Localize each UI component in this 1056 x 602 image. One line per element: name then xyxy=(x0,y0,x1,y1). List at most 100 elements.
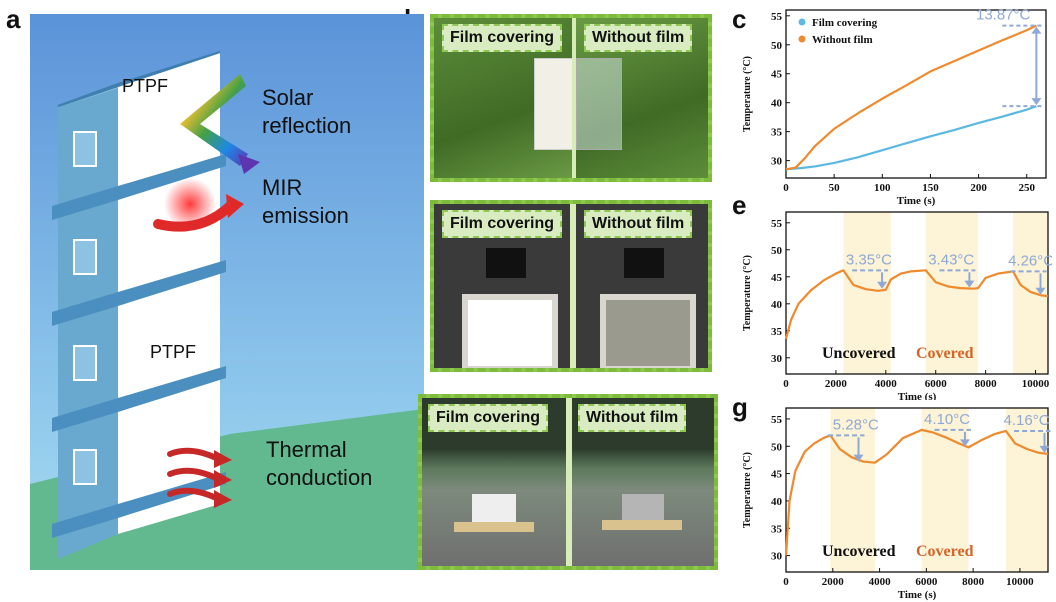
chart-e-series-0 xyxy=(784,269,1049,340)
chart-c-xtick-label-3: 150 xyxy=(922,182,939,194)
chart-g-ytick-label-3: 45 xyxy=(771,469,783,481)
stand-right xyxy=(602,520,682,530)
chart-g-xtick-label-1: 2000 xyxy=(822,576,845,588)
chart-e-xtick-label-3: 6000 xyxy=(925,378,948,390)
chart-g-annot-head-0 xyxy=(853,454,864,462)
chart-e-ytick-label-0: 30 xyxy=(771,353,783,365)
chart-c-xtick-label-5: 250 xyxy=(1018,182,1035,194)
chart-e-xlabel: Time (s) xyxy=(898,391,937,400)
chart-g-xtick-label-3: 6000 xyxy=(915,576,938,588)
chart-c-ytick-label-1: 35 xyxy=(771,127,783,139)
chart-g-shade-1 xyxy=(921,408,969,572)
thermal-label: Thermal conduction xyxy=(266,436,372,492)
battery-right xyxy=(624,248,664,278)
chart-e-annot-label-1: 3.43°C xyxy=(928,251,974,268)
panel-letter-g: g xyxy=(732,392,748,422)
photo-f-label-right: Without film xyxy=(578,404,687,432)
photo-b: Film covering Without film xyxy=(430,14,712,182)
chart-e-ytick-label-1: 35 xyxy=(771,326,783,338)
mir-line-1: MIR xyxy=(262,175,303,200)
chart-e-annot-label-2: 4.26°C xyxy=(1008,252,1052,269)
chart-c-series-1 xyxy=(785,24,1037,171)
chart-e-ylabel: Temperature (°C) xyxy=(742,255,753,331)
chart-e-ytick-label-5: 55 xyxy=(771,218,783,230)
chart-g-xtick-label-2: 4000 xyxy=(869,576,892,588)
stand-left xyxy=(454,522,534,532)
chart-g-annot-label-0: 5.28°C xyxy=(833,416,879,433)
ptpf-top-label: PTPF xyxy=(122,76,169,96)
chart-g-xlabel: Time (s) xyxy=(898,589,937,601)
thermal-line-2: conduction xyxy=(266,465,373,490)
chart-e-shade-1 xyxy=(925,212,979,374)
chart-e-covered-label: Covered xyxy=(916,345,974,362)
chart-e-ytick-label-2: 40 xyxy=(771,299,783,311)
uncovered-house xyxy=(576,58,622,150)
chart-c-ytick-label-3: 45 xyxy=(771,69,783,81)
chart-c-frame xyxy=(785,9,1047,179)
chart-c-ytick-label-2: 40 xyxy=(771,98,783,110)
chart-e-annot-head-0 xyxy=(877,281,888,289)
chart-e-annot-head-2 xyxy=(1035,287,1046,295)
chart-e-frame xyxy=(785,211,1049,375)
chart-e-xtick-label-0: 0 xyxy=(783,378,789,390)
chart-e-annot-head-1 xyxy=(964,280,975,288)
chart-c-xtick-label-0: 0 xyxy=(783,182,789,194)
solar-label: Solar reflection xyxy=(262,84,351,140)
photo-d: Film covering Without film xyxy=(430,200,712,372)
photo-b-label-left: Film covering xyxy=(442,24,563,52)
chart-c-xlabel: Time (s) xyxy=(897,195,936,207)
chart-c-xtick-label-4: 200 xyxy=(970,182,987,194)
panel-letter-e: e xyxy=(732,190,747,220)
panel-letter-a: a xyxy=(6,4,21,34)
chart-g-annot-label-1: 4.10°C xyxy=(924,411,970,428)
chart-c-annot-head-top xyxy=(1031,26,1042,34)
chart-e-xtick-label-4: 8000 xyxy=(975,378,998,390)
chart-g-xtick-label-0: 0 xyxy=(783,576,789,588)
photo-d-label-left: Film covering xyxy=(442,210,563,238)
film-covered-house xyxy=(534,58,574,150)
chart-c-legend-marker-0 xyxy=(798,18,806,26)
photo-b-label-right: Without film xyxy=(584,24,693,52)
chart-g-uncovered-label: Uncovered xyxy=(822,543,896,560)
photo-f: Film covering Without film xyxy=(418,394,718,570)
panel-letter-c: c xyxy=(732,4,747,34)
photo-d-divider xyxy=(570,204,576,368)
chart-c-legend-marker-1 xyxy=(798,35,806,43)
battery-left xyxy=(486,248,526,278)
chart-g-shade-2 xyxy=(1005,408,1048,572)
ptpf-mid-label: PTPF xyxy=(150,342,197,362)
photo-f-divider xyxy=(566,398,572,566)
solar-line-1: Solar xyxy=(262,85,314,110)
chart-g-xtick-label-4: 8000 xyxy=(962,576,985,588)
chart-c-xtick-label-1: 50 xyxy=(829,182,841,194)
chart-c-legend-label-1: Without film xyxy=(812,34,873,46)
chart-g-annot-head-1 xyxy=(959,439,970,447)
chart-c-ylabel: Temperature (°C) xyxy=(742,56,753,132)
uncovered-box xyxy=(600,294,696,368)
chart-g-ytick-label-0: 30 xyxy=(771,551,783,563)
photo-b-divider xyxy=(572,18,576,178)
chart-g-xtick-label-5: 10000 xyxy=(1006,576,1034,588)
chart-e-shade-0 xyxy=(843,212,891,374)
chart-g-covered-label: Covered xyxy=(916,543,974,560)
chart-e-annot-label-0: 3.35°C xyxy=(846,251,892,268)
chart-g-ylabel: Temperature (°C) xyxy=(742,452,753,528)
chart-e-xtick-label-2: 4000 xyxy=(875,378,898,390)
chart-g-annot-head-2 xyxy=(1039,445,1050,453)
chart-g-ytick-label-1: 35 xyxy=(771,523,783,535)
chart-c-ytick-label-5: 55 xyxy=(771,11,783,23)
mir-label: MIR emission xyxy=(262,174,349,230)
chart-g-series-0 xyxy=(784,428,1049,556)
building-illustration: PTPF PTPF Solar reflection MIR emission … xyxy=(30,14,424,570)
chart-c-ytick-label-0: 30 xyxy=(771,156,783,168)
chart-g-frame xyxy=(785,407,1049,573)
chart-g-annot-label-2: 4.16°C xyxy=(1004,412,1050,429)
building-svg xyxy=(30,14,424,570)
mir-line-2: emission xyxy=(262,203,349,228)
chart-c-ytick-label-4: 50 xyxy=(771,40,783,52)
